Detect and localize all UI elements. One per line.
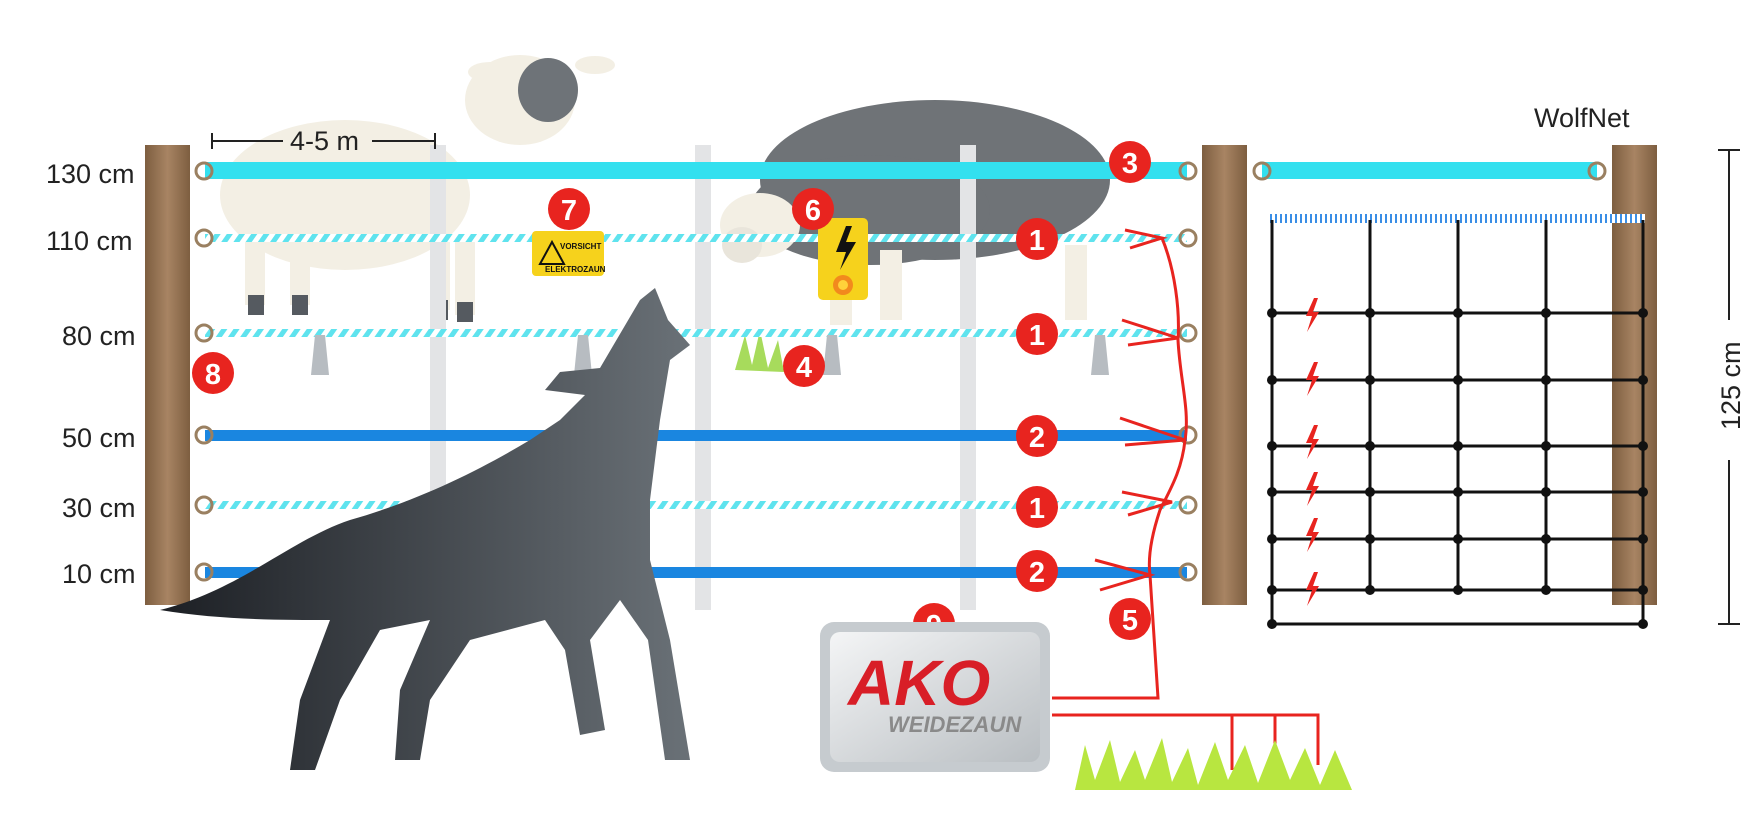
height-label-80: 80 cm [62, 321, 136, 351]
fiberglass-rod-3 [960, 145, 976, 610]
energizer-subtitle: WEIDEZAUN [888, 712, 1022, 737]
svg-text:5: 5 [1122, 605, 1138, 637]
warning-sign: VORSICHT ELEKTROZAUN [532, 231, 606, 276]
svg-text:1: 1 [1029, 320, 1045, 352]
energizer-brand: AKO [846, 647, 990, 719]
net-height-label: 125 cm [1716, 341, 1746, 430]
ring-insulators [194, 161, 1607, 582]
connection-wiring [1052, 228, 1320, 770]
line-80cm-rope [205, 329, 1187, 337]
badge-2-50cm: 2 [1016, 415, 1058, 457]
wooden-post-left [145, 145, 190, 605]
badge-3: 3 [1109, 141, 1151, 183]
lightning-bolt-icons [1306, 298, 1319, 606]
svg-text:2: 2 [1029, 422, 1045, 454]
height-label-110: 110 cm [46, 226, 133, 256]
wolfnet-top-tape [1262, 162, 1597, 179]
svg-text:2: 2 [1029, 557, 1045, 589]
energizer-box: AKO WEIDEZAUN [820, 622, 1050, 772]
svg-text:4: 4 [796, 352, 812, 384]
badge-2-10cm: 2 [1016, 550, 1058, 592]
svg-text:1: 1 [1029, 493, 1045, 525]
height-label-50: 50 cm [62, 423, 136, 453]
sheep-white-illustration [220, 55, 615, 322]
solar-warning-lamp [818, 218, 868, 300]
svg-text:1: 1 [1029, 225, 1045, 257]
badge-1-30cm: 1 [1016, 486, 1058, 528]
badge-7: 7 [548, 188, 590, 230]
net-height-dimension: 125 cm [1716, 149, 1746, 625]
warning-sign-line1: VORSICHT [560, 242, 601, 251]
badge-8: 8 [192, 352, 234, 394]
height-label-130: 130 cm [46, 159, 135, 189]
line-50cm-tape [205, 430, 1187, 441]
badge-6: 6 [792, 188, 834, 230]
line-130cm-tape [205, 162, 1187, 179]
svg-text:8: 8 [205, 359, 221, 391]
gate-handle-icons [311, 335, 1109, 375]
badge-1-110cm: 1 [1016, 218, 1058, 260]
warning-sign-line2: ELEKTROZAUN [545, 265, 606, 274]
svg-text:3: 3 [1122, 148, 1138, 180]
wolf-illustration [160, 288, 690, 770]
spacing-dimension: 4-5 m [211, 126, 436, 156]
wolfnet-title: WolfNet [1534, 103, 1630, 133]
height-label-30: 30 cm [62, 493, 136, 523]
line-10cm-tape [205, 567, 1187, 578]
ground-grass-illustration [1075, 738, 1352, 790]
svg-text:7: 7 [561, 195, 577, 227]
badge-1-80cm: 1 [1016, 313, 1058, 355]
line-110cm-rope [205, 234, 1187, 242]
wolfnet-mesh [1267, 214, 1648, 629]
spacing-label: 4-5 m [290, 126, 359, 156]
badge-4: 4 [783, 345, 825, 387]
grass-tuft-icon [735, 330, 784, 372]
sheep-grey-illustration [720, 100, 1110, 325]
line-30cm-rope [205, 501, 1187, 509]
fiberglass-rod-2 [695, 145, 711, 610]
badge-5: 5 [1109, 598, 1151, 640]
height-label-10: 10 cm [62, 559, 136, 589]
svg-text:6: 6 [805, 195, 821, 227]
wooden-post-center [1202, 145, 1247, 605]
